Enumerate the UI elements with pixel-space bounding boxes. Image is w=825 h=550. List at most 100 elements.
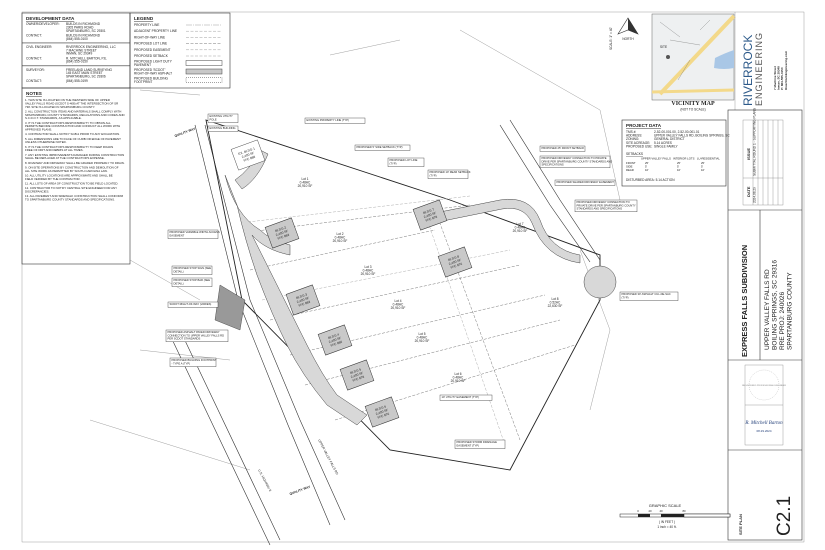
building-area: 2,400 SF (296, 296, 310, 304)
project-data-box: PROJECT DATA TMS #:2-52-00-001.00, 2-52-… (621, 119, 730, 187)
sheet-border (21, 11, 805, 543)
dev-value: (864) 555-0100 (66, 37, 88, 41)
lot-label: 0.48AC (453, 375, 464, 379)
lot-label: 0.48AC (300, 180, 311, 184)
project-data-label: TMS #: (626, 130, 636, 134)
vicinity-map-title: VICINITY MAP (671, 101, 715, 107)
signature: R. Mitchell Barton (744, 421, 783, 426)
dev-value: (864) 555-0150 (66, 60, 88, 64)
vicinity-site-label: SITE (660, 45, 667, 49)
development-data-box: DEVELOPMENT DATA OWNER/DEVELOPER:BUILDS … (21, 12, 131, 89)
building-ffe: FFE 880 (330, 340, 343, 348)
legend-label: RIGHT-OF-WAY LINE (134, 35, 165, 39)
lot-label: Lot 6 (454, 372, 461, 376)
project-address-line: RRE PROJ: 240026 (779, 291, 786, 350)
date-header: DATE (746, 186, 751, 197)
callout-box (207, 125, 239, 132)
scale-tick-label: 40 (659, 509, 663, 513)
project-data-label: SITE ACREAGE: (626, 141, 650, 145)
sheet-number: C2.1 (774, 496, 795, 536)
project-address-line: SPARTANBURG COUNTY (787, 272, 794, 350)
signature-date: 08.29.2024 (756, 429, 771, 433)
building-footprint (317, 324, 353, 356)
setback-cell: 25' (645, 161, 649, 165)
note-item: 2. ALL CONSTRUCTION ITEMS AND MATERIALS … (25, 109, 125, 120)
building-name: BLDG 5 (350, 367, 362, 375)
shared-driveway (424, 198, 581, 264)
lot-label: 20,910 SF (391, 306, 406, 310)
building-footprint (339, 359, 375, 391)
setback-cell: 25' (677, 161, 681, 165)
building-ffe: FFE 876 (450, 262, 463, 270)
note-item: 4. CONTRACTOR SHALL NOTIFY SC811 PRIOR T… (25, 132, 120, 136)
callout-box (171, 265, 213, 275)
note-item: 3. IT IS THE CONTRACTOR'S RESPONSIBILITY… (25, 121, 120, 132)
dev-value: 7 MACHINE STREET (66, 48, 97, 52)
dev-label: CONTACT: (26, 33, 42, 37)
dev-value: RIVERROCK ENGINEERING, LLC (66, 45, 116, 49)
callout-text: SCDOT RIGHT-OF-WAY (VARIES) (170, 302, 212, 306)
legend-title: LEGEND (134, 16, 154, 21)
lot-label: Lot 5 (418, 332, 425, 336)
dev-value: FREELAND LAND SURVEYING (66, 68, 113, 72)
callout-box (207, 113, 239, 123)
vicinity-map: SITE VICINITY MAP (NOT TO SCALE) (651, 13, 736, 112)
setback-cell: 5' (645, 164, 648, 168)
title-block: ISSUE DATE SUBMITTAL ROUND 1 - SUPPORTIN… (727, 108, 803, 541)
note-item: 6. IT IS THE CONTRACTOR'S RESPONSIBILITY… (25, 145, 113, 152)
building-footprint (264, 217, 300, 249)
building-ffe: FFE 888 (243, 155, 256, 163)
building-area: 2,400 SF (350, 371, 364, 379)
engineer-seal (748, 369, 780, 401)
callout-box (439, 394, 493, 401)
setback-cell: REAR (626, 168, 634, 172)
lot-label: Lot 8 (551, 297, 558, 301)
building-footprint (230, 139, 266, 171)
building-footprint (285, 284, 321, 316)
project-data-title: PROJECT DATA (626, 123, 662, 128)
cul-de-sac (583, 265, 617, 299)
dev-value: 2305 PARIS ROAD (66, 25, 94, 29)
building-name: BLDG 8 (448, 254, 460, 262)
note-item: 10. ALL UTILITY LOCATIONS ARE APPROXIMAT… (25, 173, 113, 180)
note-item: 8. ROADWAY AND DRIVEWAY SHALL BE GRADED … (25, 161, 125, 165)
lot-label: Lot 3 (364, 265, 371, 269)
building-footprint (437, 246, 473, 278)
scale-label: SCALE: 1" = 40' (609, 27, 613, 50)
building-name: EX. BLDG 1 (238, 146, 256, 156)
lot-label: 0.52AC (550, 300, 561, 304)
callout-text: EXISTING BUILDING (210, 126, 236, 130)
dev-label: CONTACT: (26, 56, 42, 60)
building-ffe: FFE 876 (377, 412, 390, 420)
project-data-label: PROPOSED USE: (626, 144, 653, 148)
project-data-value: SINGLE FAMILY (654, 144, 679, 148)
callout-box (167, 229, 219, 239)
note-item: 13. ALL PAVEMENT AND SIDEWALK CONSTRUCTI… (25, 194, 124, 201)
callout-text: 10' UTILITY EASEMENT (TYP) (442, 395, 480, 399)
building-ffe: FFE 883 (277, 233, 290, 241)
callout-box (539, 145, 586, 152)
lot-label: 20,910 SF (361, 272, 376, 276)
dev-label: SURVEYOR: (26, 68, 45, 72)
seal-text: REGISTERED PROFESSIONAL ENGINEER (742, 384, 786, 387)
scale-tick-label: 20 (648, 509, 652, 513)
lot-label: Lot 4 (394, 299, 401, 303)
vicinity-map-scale: (NOT TO SCALE) (680, 108, 705, 112)
callout-box (387, 157, 425, 167)
logo-name: RIVERROCK (741, 35, 755, 106)
project-name: EXPRESS FALLS SUBDIVISION (740, 245, 749, 357)
note-item: 5. ALL DIMENSIONS ARE TO FACE OF CURB OR… (25, 137, 121, 144)
dev-label: CIVIL ENGINEER: (26, 45, 52, 49)
callout-text: PROPOSED 10' REAR SETBACK(TYP) (430, 170, 471, 177)
